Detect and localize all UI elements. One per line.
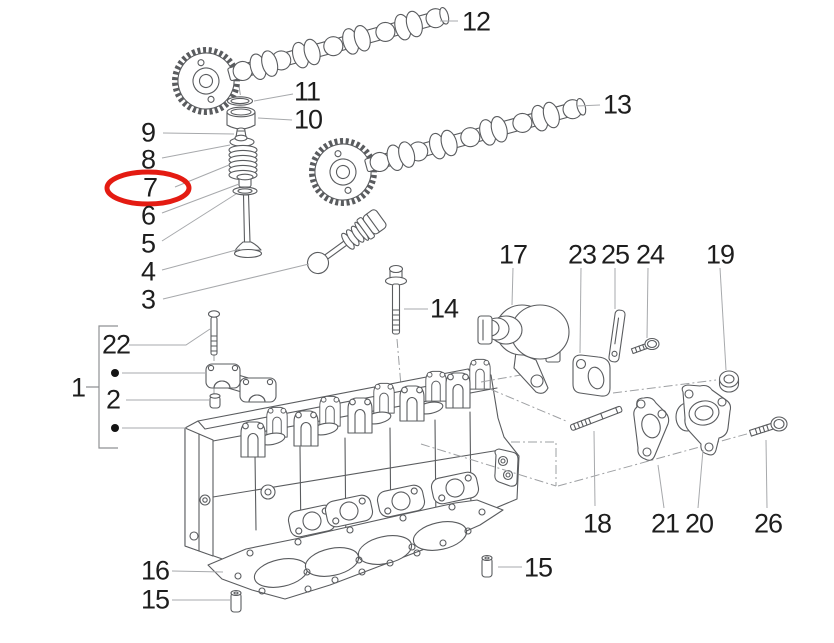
bolt-14 — [384, 264, 408, 335]
callout-26[interactable]: 26 — [753, 508, 783, 539]
head-gasket-16 — [207, 499, 504, 600]
leader-23 — [579, 267, 582, 354]
callout-8[interactable]: 8 — [140, 144, 156, 175]
camshaft-bearing-caps — [205, 363, 277, 403]
callout-19[interactable]: 19 — [705, 239, 735, 270]
spring-retainer-8 — [229, 134, 255, 147]
stud-bolt-22 — [207, 310, 221, 356]
callout-11[interactable]: 11 — [293, 76, 321, 107]
callout-4[interactable]: 4 — [140, 256, 156, 287]
callout-3[interactable]: 3 — [140, 284, 156, 315]
leader-7 — [174, 164, 230, 188]
callout-16[interactable]: 16 — [140, 555, 170, 586]
leader-3 — [162, 263, 310, 300]
callout-14[interactable]: 14 — [429, 293, 459, 324]
leader-24 — [646, 267, 649, 339]
shim-ring-11 — [226, 96, 254, 106]
callout-18[interactable]: 18 — [582, 508, 612, 539]
callout-25[interactable]: 25 — [600, 239, 630, 270]
leader-18 — [593, 430, 596, 507]
callout-20[interactable]: 20 — [684, 508, 714, 539]
callout-17[interactable]: 17 — [498, 239, 528, 270]
callout-13[interactable]: 13 — [602, 89, 632, 120]
housing-20 — [675, 384, 732, 456]
leader-9 — [162, 132, 235, 135]
leader-11 — [253, 93, 294, 102]
centerlines-front — [420, 372, 755, 487]
leader-4 — [161, 248, 241, 271]
callout-15[interactable]: 15 — [523, 552, 553, 583]
callout-10[interactable]: 10 — [293, 104, 323, 135]
callout-5[interactable]: 5 — [140, 228, 156, 259]
callout-7[interactable]: 7 — [142, 172, 158, 203]
leader-8 — [161, 144, 231, 159]
bolt-24 — [630, 337, 660, 355]
actuator-17 — [477, 304, 570, 394]
leader-19 — [719, 267, 727, 371]
leader-10 — [257, 117, 293, 121]
callout-12[interactable]: 12 — [461, 6, 491, 37]
leader-5 — [161, 193, 237, 242]
lifter-3 — [306, 209, 387, 275]
gasket-21 — [633, 397, 670, 461]
bolt-26 — [748, 416, 788, 437]
leader-16 — [171, 570, 224, 573]
valve-stem-seal-6 — [236, 173, 254, 188]
nut-19 — [718, 370, 740, 393]
callout-15[interactable]: 15 — [140, 584, 170, 615]
group-1-bullet-1 — [111, 369, 119, 377]
leader-21 — [657, 464, 665, 509]
callout-22[interactable]: 22 — [101, 329, 131, 360]
callout-6[interactable]: 6 — [140, 200, 156, 231]
highlight-ellipse — [104, 169, 192, 207]
leader-20 — [697, 449, 704, 509]
leader-6 — [161, 183, 240, 214]
leader-17 — [511, 267, 514, 306]
callout-21[interactable]: 21 — [650, 508, 680, 539]
leader-26 — [765, 439, 768, 509]
stud-18 — [569, 405, 623, 431]
callout-9[interactable]: 9 — [140, 117, 156, 148]
callout-1[interactable]: 1 — [70, 372, 86, 403]
callout-24[interactable]: 24 — [635, 239, 665, 270]
group-1-bullet-2 — [111, 424, 119, 432]
bucket-tappet-10 — [226, 106, 256, 130]
callout-2[interactable]: 2 — [105, 384, 121, 415]
callout-23[interactable]: 23 — [567, 239, 597, 270]
dowel-2 — [209, 393, 221, 409]
leader-13 — [576, 104, 601, 107]
strip-lever-25 — [608, 309, 626, 363]
bracket-plate-23 — [572, 354, 611, 397]
valve-4 — [233, 194, 263, 259]
group-1-bracket — [86, 325, 118, 449]
spring-seat-washer-5 — [232, 186, 258, 196]
leader-22 — [129, 328, 211, 346]
